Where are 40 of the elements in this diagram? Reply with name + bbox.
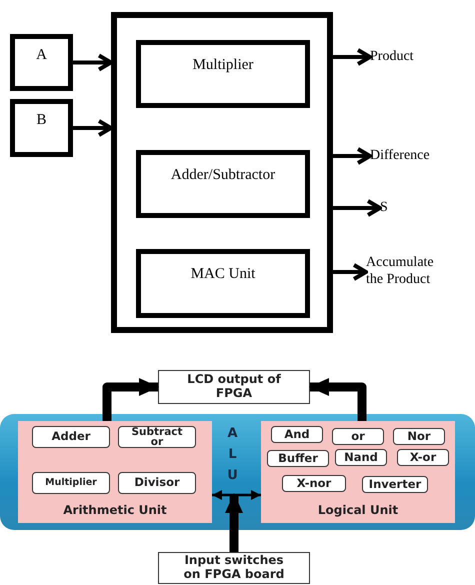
function-box: Adder [32, 426, 110, 448]
function-box: Buffer [267, 450, 329, 467]
arrow [309, 378, 366, 421]
arrow [333, 263, 368, 281]
function-box: Multiplier [32, 472, 110, 494]
alu-band [0, 414, 475, 530]
output-label: Product [370, 47, 450, 67]
unit-panel [18, 421, 212, 523]
unit-panel [261, 421, 455, 523]
arrow [333, 48, 372, 66]
alu-letters: ALU [226, 425, 239, 485]
arrow [73, 54, 113, 72]
arrow [333, 199, 382, 217]
function-box: Inverter [362, 476, 428, 493]
function-box: or [332, 428, 384, 445]
function-box: Divisor [118, 472, 196, 494]
output-label: S [380, 198, 410, 218]
output-label: Difference [370, 146, 460, 166]
block-box: B [10, 99, 73, 157]
arrow [225, 493, 243, 552]
function-box: X-or [397, 449, 449, 466]
function-box: And [271, 426, 323, 443]
arrow [333, 147, 372, 165]
block-box: Multiplier [136, 40, 310, 108]
block-box: A [10, 34, 73, 91]
block-box: MAC Unit [136, 249, 310, 318]
function-box: X-nor [282, 475, 346, 492]
arrow [73, 119, 113, 137]
function-box: Subtract or [118, 426, 196, 448]
function-box: Nand [335, 449, 387, 466]
block-box: Adder/Subtractor [136, 150, 310, 218]
output-label: Accumulate the Product [366, 252, 450, 292]
block-box [111, 12, 333, 333]
unit-title: Logical Unit [318, 503, 398, 517]
function-box: Nor [393, 428, 445, 445]
arrow [212, 490, 261, 500]
unit-title: Arithmetic Unit [63, 503, 167, 517]
process-box: LCD output of FPGA [158, 370, 310, 404]
arrow [102, 378, 159, 421]
process-box: Input switches on FPGA board [158, 552, 310, 584]
